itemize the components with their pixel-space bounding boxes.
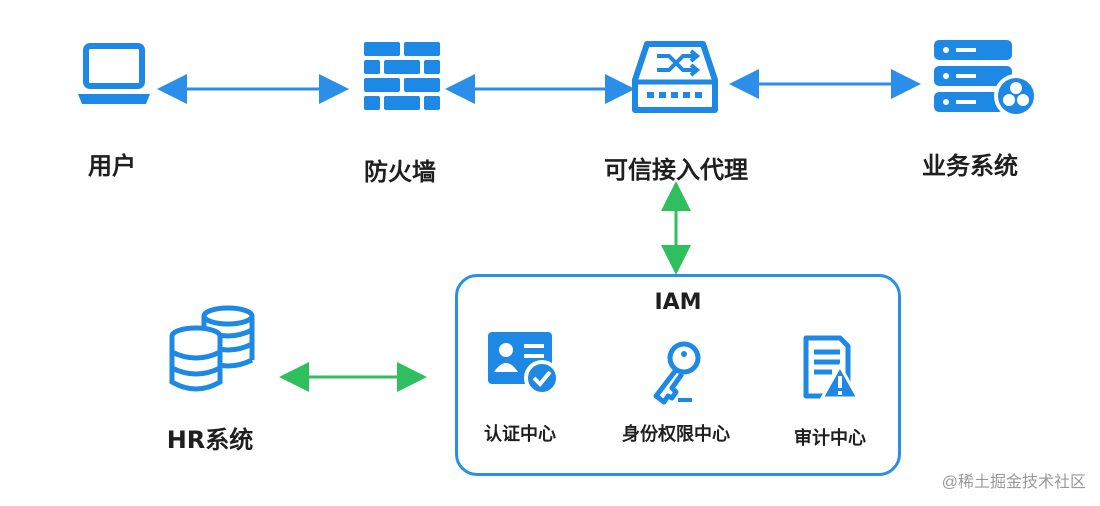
key-icon: [653, 341, 701, 405]
database-icon: [169, 305, 255, 392]
label-audit-center: 审计中心: [794, 428, 866, 449]
label-user: 用户: [88, 152, 136, 180]
label-business: 业务系统: [922, 152, 1018, 180]
iam-container: [455, 274, 901, 476]
id-card-icon: [488, 332, 560, 396]
document-warning-icon: [803, 335, 861, 400]
laptop-icon: [78, 43, 150, 104]
label-firewall: 防火墙: [364, 158, 436, 186]
label-identity-center: 身份权限中心: [622, 424, 730, 445]
label-hr: HR系统: [166, 426, 254, 454]
brick-wall-icon: [364, 42, 440, 110]
label-proxy: 可信接入代理: [604, 156, 748, 184]
label-auth-center: 认证中心: [484, 424, 556, 445]
watermark: @稀土掘金技术社区: [941, 474, 1086, 491]
network-switch-icon: [632, 41, 718, 113]
server-stack-icon: [934, 40, 1038, 118]
iam-title: IAM: [654, 290, 702, 315]
